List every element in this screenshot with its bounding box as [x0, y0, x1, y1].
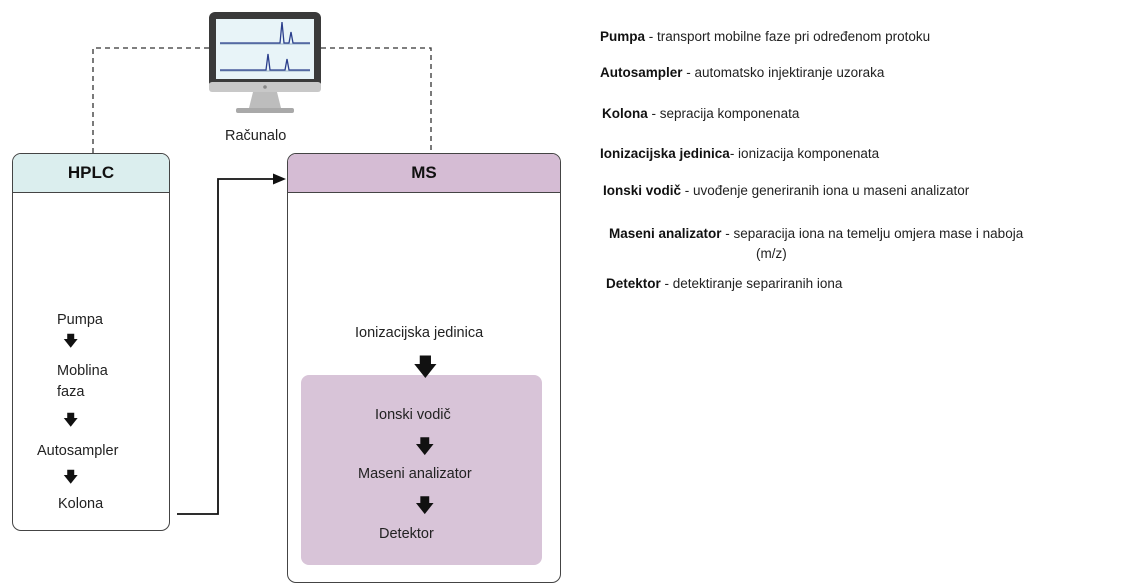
hplc-to-ms-arrowhead	[273, 173, 286, 185]
ms-title: MS	[288, 154, 560, 193]
down-arrow-icon: 🡇	[63, 469, 79, 486]
hplc-panel: HPLC	[12, 153, 170, 531]
computer-to-ms-dashed-line	[321, 47, 432, 153]
ms-ionization-label: Ionizacijska jedinica	[355, 325, 484, 341]
down-arrow-icon: 🡇	[63, 412, 79, 429]
legend-item-ionski-vodic: Ionski vodič - uvođenje generiranih iona…	[603, 183, 970, 198]
legend-item-mz-note: (m/z)	[756, 246, 787, 261]
legend-item-detektor: Detektor - detektiranje separiranih iona	[606, 276, 843, 291]
ms-step-detektor: Detektor	[379, 526, 434, 542]
down-arrow-icon: 🡇	[63, 333, 79, 350]
legend-item-kolona: Kolona - sepracija komponenata	[602, 106, 800, 121]
legend-item-pumpa: Pumpa - transport mobilne faze pri određ…	[600, 29, 931, 44]
hplc-step-pumpa: Pumpa	[57, 312, 103, 328]
hplc-title: HPLC	[13, 154, 169, 193]
hplc-step-mobilna-faza: Moblina faza	[57, 363, 108, 400]
legend-item-maseni-analizator: Maseni analizator - separacija iona na t…	[609, 226, 1024, 241]
hplc-to-ms-connector	[177, 178, 275, 515]
computer-to-hplc-dashed-line	[92, 47, 209, 153]
legend-item-autosampler: Autosampler - automatsko injektiranje uz…	[600, 65, 885, 80]
ms-analyzer-block	[301, 375, 542, 565]
legend-item-ionizacijska-jedinica: Ionizacijska jedinica- ionizacija kompon…	[600, 146, 880, 161]
computer-label: Računalo	[225, 128, 287, 144]
down-arrow-icon: 🡇	[415, 437, 435, 458]
ms-step-ionski-vodic: Ionski vodič	[375, 407, 451, 423]
hplc-step-autosampler: Autosampler	[37, 443, 119, 459]
down-arrow-icon: 🡇	[413, 354, 438, 381]
down-arrow-icon: 🡇	[415, 496, 435, 517]
hplc-step-kolona: Kolona	[58, 496, 104, 512]
computer-monitor-icon	[209, 12, 321, 113]
ms-step-maseni-analizator: Maseni analizator	[358, 466, 472, 482]
